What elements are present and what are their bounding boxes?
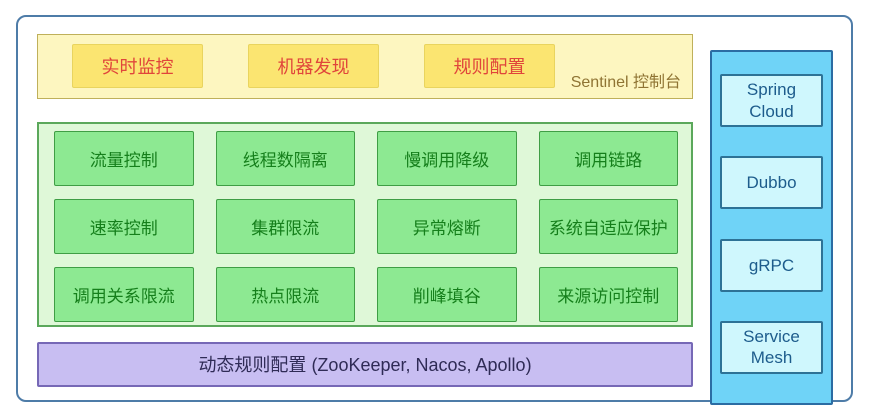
sentinel-console-panel: 实时监控 机器发现 规则配置 Sentinel 控制台 <box>37 34 693 99</box>
capability-system-adaptive-protection: 系统自适应保护 <box>538 198 678 254</box>
integration-service-mesh: Service Mesh <box>720 320 823 374</box>
capability-hotspot-throttling: 热点限流 <box>215 266 355 322</box>
capability-relation-throttling: 调用关系限流 <box>54 266 194 322</box>
capability-call-chain: 调用链路 <box>538 130 678 186</box>
console-tab-rule-configuration: 规则配置 <box>424 44 555 89</box>
integration-spring-cloud: Spring Cloud <box>720 74 823 127</box>
console-panel-title: Sentinel 控制台 <box>570 73 681 91</box>
dynamic-rule-config-bar: 动态规则配置 (ZooKeeper, Nacos, Apollo) <box>37 341 693 387</box>
capability-exception-circuit-breaking: 异常熔断 <box>377 198 517 254</box>
capability-flow-control: 流量控制 <box>54 130 194 186</box>
diagram-left-column: 实时监控 机器发现 规则配置 Sentinel 控制台 流量控制 线程数隔离 慢… <box>37 34 693 387</box>
capability-peak-shaving: 削峰填谷 <box>377 266 517 322</box>
console-tab-machine-discovery: 机器发现 <box>248 44 379 89</box>
capability-cluster-throttling: 集群限流 <box>215 198 355 254</box>
capability-thread-isolation: 线程数隔离 <box>215 130 355 186</box>
diagram-frame: 实时监控 机器发现 规则配置 Sentinel 控制台 流量控制 线程数隔离 慢… <box>16 15 853 405</box>
capability-slow-call-degradation: 慢调用降级 <box>377 130 517 186</box>
integration-grpc: gRPC <box>720 238 823 292</box>
capability-rate-control: 速率控制 <box>54 198 194 254</box>
integration-dubbo: Dubbo <box>720 156 823 210</box>
console-tab-realtime-monitoring: 实时监控 <box>72 44 203 89</box>
capabilities-panel: 流量控制 线程数隔离 慢调用降级 调用链路 速率控制 集群限流 异常熔断 系统自… <box>37 121 693 327</box>
capability-origin-access-control: 来源访问控制 <box>538 266 678 322</box>
integrations-column: Spring Cloud Dubbo gRPC Service Mesh <box>710 50 833 405</box>
